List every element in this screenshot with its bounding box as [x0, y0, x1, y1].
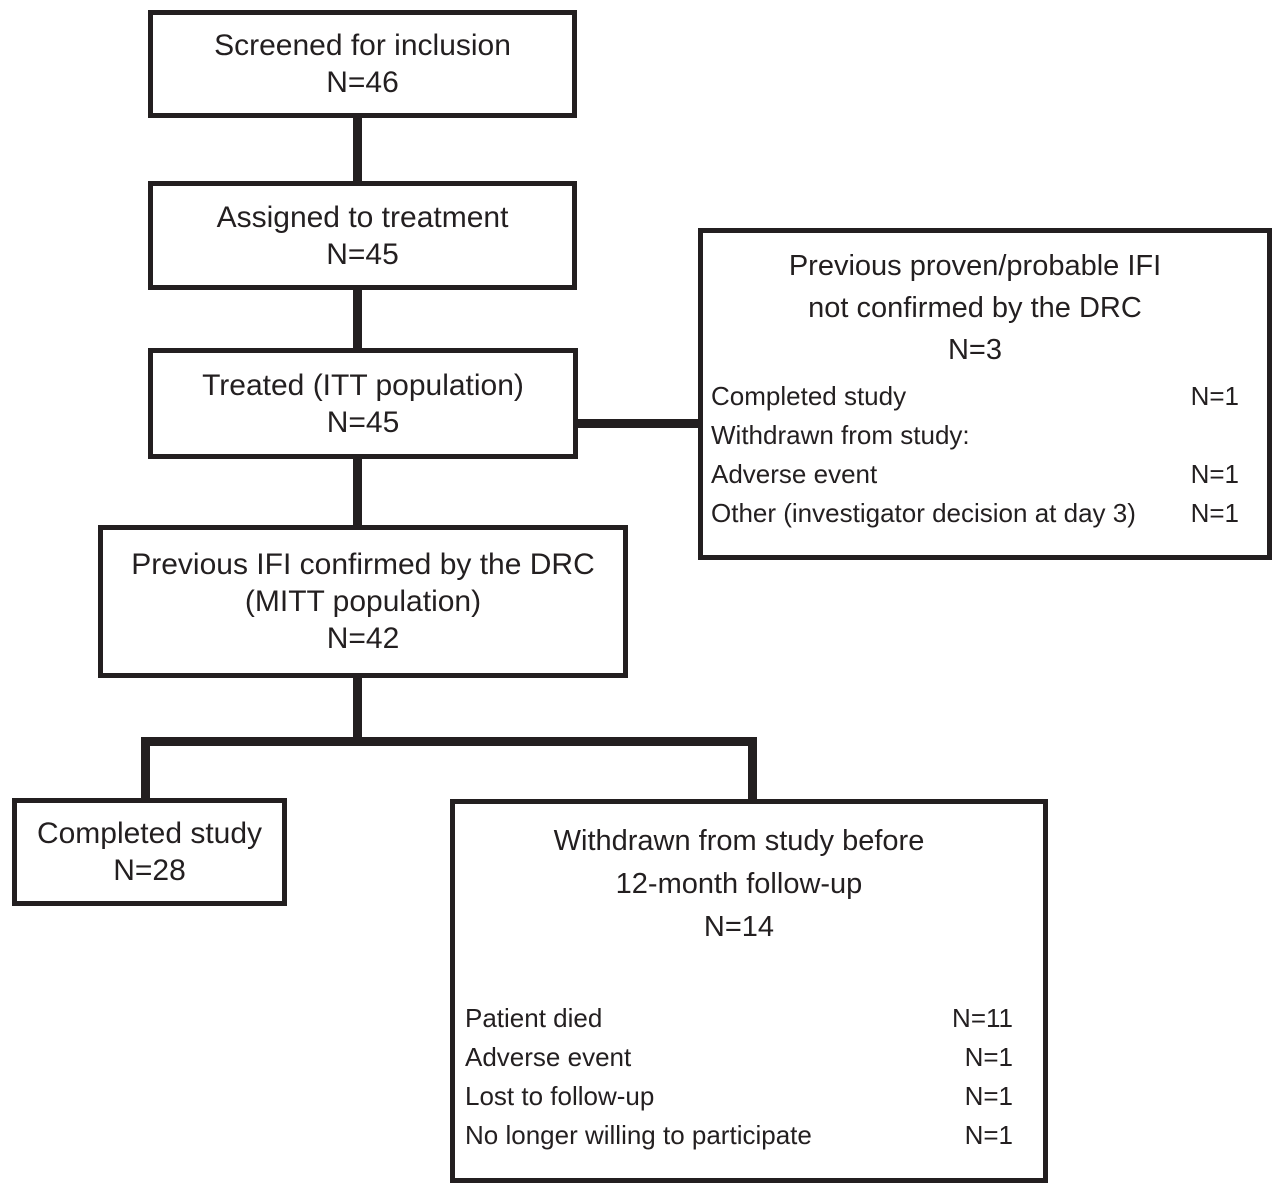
not-confirmed-header: Previous proven/probable IFI not confirm… — [711, 245, 1239, 371]
treated-label: Treated (ITT population) — [202, 368, 524, 402]
treated-n: N=45 — [326, 405, 400, 439]
detail-row: Withdrawn from study: — [711, 416, 1239, 455]
detail-row: Lost to follow-up N=1 — [465, 1077, 1013, 1116]
connector-treated-to-not-confirmed — [574, 419, 702, 428]
not-confirmed-line1: Previous proven/probable IFI — [788, 250, 1162, 282]
withdrawn-line2: 12-month follow-up — [615, 868, 863, 900]
withdrawn-n: N=14 — [703, 911, 775, 943]
row-value: N=1 — [964, 1042, 1013, 1072]
assigned-label: Assigned to treatment — [216, 200, 509, 234]
detail-row: Completed study N=1 — [711, 377, 1239, 416]
connector-treated-to-mitt — [353, 455, 362, 529]
row-value: N=1 — [964, 1081, 1013, 1111]
screened-label: Screened for inclusion — [214, 29, 511, 62]
mitt-box: Previous IFI confirmed by the DRC (MITT … — [98, 525, 628, 678]
row-value: N=11 — [952, 1003, 1013, 1033]
connector-branch-to-completed — [141, 737, 150, 801]
row-label: Lost to follow-up — [465, 1081, 655, 1111]
detail-row: No longer willing to participate N=1 — [465, 1116, 1013, 1155]
screened-box: Screened for inclusion N=46 — [148, 10, 577, 118]
connector-branch-horizontal — [141, 737, 757, 746]
row-label: Adverse event — [465, 1042, 632, 1072]
row-value: N=1 — [1190, 459, 1239, 489]
connector-branch-to-withdrawn — [748, 737, 757, 802]
connector-screened-to-assigned — [353, 114, 362, 185]
assigned-box: Assigned to treatment N=45 — [148, 181, 577, 290]
detail-row: Adverse event N=1 — [711, 455, 1239, 494]
withdrawn-box: Withdrawn from study before 12-month fol… — [450, 799, 1048, 1183]
connector-assigned-to-treated — [353, 286, 362, 352]
detail-row: Adverse event N=1 — [465, 1038, 1013, 1077]
row-label: Adverse event — [711, 459, 878, 489]
screened-n: N=46 — [326, 66, 399, 99]
completed-label: Completed study — [36, 817, 263, 850]
treated-box: Treated (ITT population) N=45 — [148, 348, 578, 459]
mitt-line2: (MITT population) — [244, 585, 482, 618]
detail-row: Patient died N=11 — [465, 999, 1013, 1038]
row-label: Other (investigator decision at day 3) — [711, 498, 1136, 528]
row-value: N=1 — [964, 1120, 1013, 1150]
row-label: No longer willing to participate — [465, 1120, 812, 1150]
row-label: Withdrawn from study: — [711, 420, 970, 450]
completed-n: N=28 — [113, 854, 186, 887]
withdrawn-rows: Patient died N=11 Adverse event N=1 Lost… — [465, 999, 1013, 1155]
row-label: Patient died — [465, 1003, 603, 1033]
row-label: Completed study — [711, 381, 907, 411]
mitt-line1: Previous IFI confirmed by the DRC — [131, 548, 595, 581]
not-confirmed-n: N=3 — [947, 334, 1002, 366]
not-confirmed-rows: Completed study N=1 Withdrawn from study… — [711, 377, 1239, 533]
mitt-n: N=42 — [326, 622, 400, 655]
withdrawn-header: Withdrawn from study before 12-month fol… — [465, 820, 1013, 949]
completed-box: Completed study N=28 — [12, 798, 287, 906]
row-value: N=1 — [1190, 498, 1239, 528]
row-value: N=1 — [1190, 381, 1239, 411]
assigned-n: N=45 — [326, 237, 399, 271]
not-confirmed-line2: not confirmed by the DRC — [808, 292, 1142, 324]
withdrawn-line1: Withdrawn from study before — [553, 825, 925, 857]
not-confirmed-box: Previous proven/probable IFI not confirm… — [698, 228, 1272, 560]
detail-row: Other (investigator decision at day 3) N… — [711, 494, 1239, 533]
connector-mitt-to-branch — [353, 674, 362, 744]
